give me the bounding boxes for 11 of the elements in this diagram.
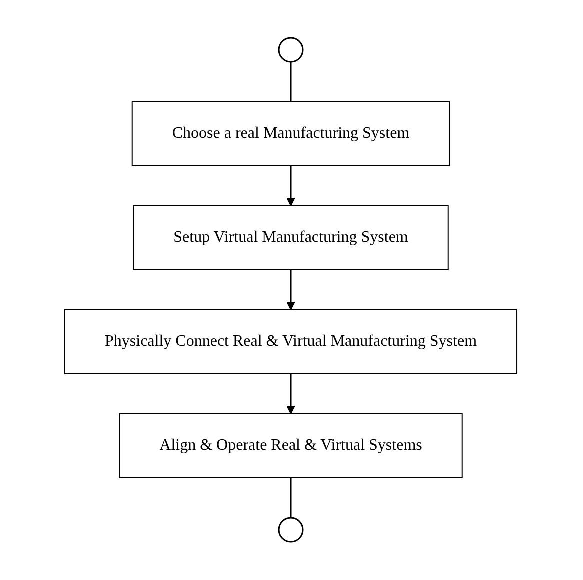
node-box: Choose a real Manufacturing System <box>132 102 451 166</box>
node-box: Align & Operate Real & Virtual Systems <box>120 414 464 478</box>
node-circle <box>278 517 304 543</box>
connector <box>290 478 292 518</box>
node-box: Physically Connect Real & Virtual Manufacturing System <box>64 310 518 374</box>
connector <box>290 62 292 102</box>
node-circle <box>278 37 304 63</box>
arrow <box>287 374 296 414</box>
arrow <box>287 270 296 310</box>
node-box: Setup Virtual Manufacturing System <box>134 206 450 270</box>
arrow <box>287 166 296 206</box>
